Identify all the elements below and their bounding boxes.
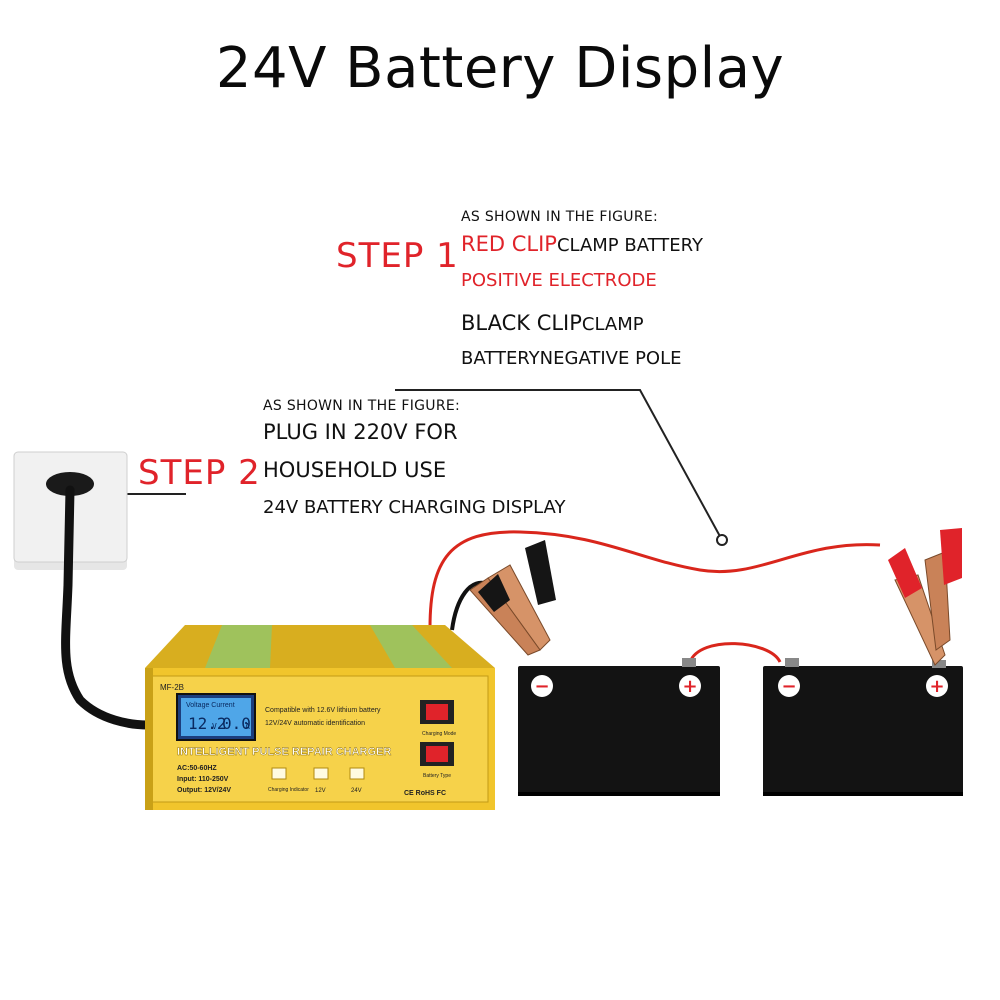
black-clamp-icon <box>469 540 556 656</box>
spec2-text: Input: 110-250V <box>177 776 229 783</box>
step2-label: STEP 2 <box>138 453 261 493</box>
ind1-text: Charging Indicator <box>268 787 309 793</box>
step1-caption: AS SHOWN IN THE FIGURE: <box>461 209 659 225</box>
terminal-post <box>932 660 946 668</box>
sw2-label: Battery Type <box>423 773 451 779</box>
model-text: MF-2B <box>160 683 184 692</box>
sw1-label: Charging Mode <box>422 731 456 737</box>
feature2-text: 12V/24V automatic identification <box>265 720 365 727</box>
step1-leader-line <box>395 389 723 541</box>
lcd-screen <box>181 698 251 736</box>
lcd-header: Voltage Current <box>186 702 235 709</box>
terminal-post <box>682 658 696 667</box>
bridge-cable <box>688 642 782 663</box>
step1-leader-dot <box>716 534 728 546</box>
feature1-text: Compatible with 12.6V lithium battery <box>265 707 381 714</box>
positive-electrode-text: POSITIVE ELECTRODE <box>461 270 657 291</box>
charging-mode-switch[interactable] <box>426 704 448 720</box>
battery-right <box>763 666 963 796</box>
cert-text: CE RoHS FC <box>404 790 446 797</box>
red-clip-text: RED CLIP <box>461 232 557 256</box>
indicator-24v-light <box>349 767 365 780</box>
step2-line3: 24V BATTERY CHARGING DISPLAY <box>263 497 566 518</box>
step2-line2: HOUSEHOLD USE <box>263 458 447 482</box>
plus-sign: + <box>682 676 697 697</box>
step2-caption: AS SHOWN IN THE FIGURE: <box>263 398 461 414</box>
page-title: 24V Battery Display <box>215 36 785 101</box>
battery-type-switch[interactable] <box>426 746 448 762</box>
battery-left <box>518 666 720 796</box>
lcd-voltage: 12.2 <box>188 714 227 733</box>
lcd-current-unit: A <box>245 722 250 731</box>
terminal-post <box>785 658 799 667</box>
negative-pole-text: BATTERYNEGATIVE POLE <box>461 348 682 369</box>
clamp-text: CLAMP <box>581 314 644 335</box>
clamp-battery-text: CLAMP BATTERY <box>556 235 704 256</box>
red-clamp-icon <box>888 528 962 666</box>
ind3-text: 24V <box>351 788 362 794</box>
plus-terminal-icon <box>926 675 948 697</box>
plus-sign: + <box>929 676 944 697</box>
step1-line1: RED CLIPCLAMP BATTERY <box>461 232 703 256</box>
lcd-current: 0.0 <box>222 714 251 733</box>
minus-terminal-icon <box>531 675 553 697</box>
plus-terminal-icon <box>679 675 701 697</box>
step1-label: STEP 1 <box>336 236 459 276</box>
red-cable <box>428 530 881 629</box>
minus-sign: − <box>781 676 796 697</box>
spec1-text: AC:50-60HZ <box>177 765 217 772</box>
minus-sign: − <box>534 676 549 697</box>
charger-name: INTELLIGENT PULSE REPAIR CHARGER <box>177 746 391 758</box>
spec3-text: Output: 12V/24V <box>177 787 231 794</box>
lcd-voltage-unit: V <box>212 722 217 731</box>
minus-terminal-icon <box>778 675 800 697</box>
step1-line3: BLACK CLIPCLAMP <box>461 311 644 335</box>
black-clip-text: BLACK CLIP <box>461 311 582 335</box>
indicator-12v-light <box>313 767 329 780</box>
charging-indicator-light <box>271 767 287 780</box>
ind2-text: 12V <box>315 788 326 794</box>
step2-line1: PLUG IN 220V FOR <box>263 420 458 444</box>
power-cord <box>61 485 153 730</box>
